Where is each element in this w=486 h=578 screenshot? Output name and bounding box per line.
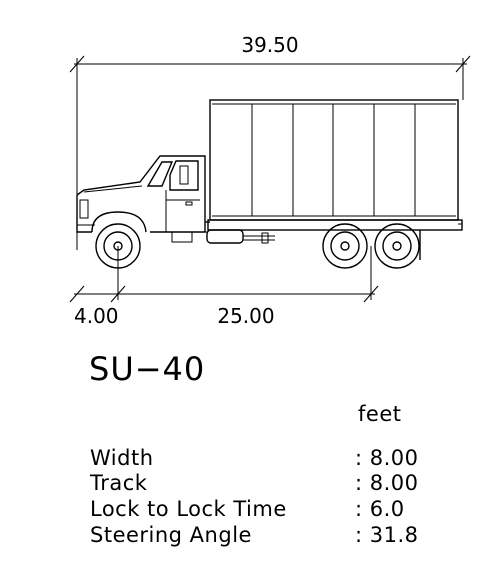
spec-label-track: Track xyxy=(89,471,148,495)
cargo-box xyxy=(207,99,463,260)
overall-length-label: 39.50 xyxy=(241,33,298,57)
spec-value-steering-angle: : 31.8 xyxy=(355,523,419,547)
front-overhang-label: 4.00 xyxy=(74,304,119,328)
rear-wheel-2 xyxy=(374,223,420,269)
spec-value-width: : 8.00 xyxy=(355,446,419,470)
lower-dimensions: 4.00 25.00 xyxy=(69,246,379,328)
wheelbase-label: 25.00 xyxy=(217,304,274,328)
chassis xyxy=(205,229,275,244)
truck-cab xyxy=(76,155,210,243)
units-label: feet xyxy=(358,402,401,426)
rear-wheel-1 xyxy=(322,223,368,269)
spec-label-width: Width xyxy=(90,446,154,470)
overall-length-dimension: 39.50 xyxy=(69,33,471,250)
spec-table: Width : 8.00 Track : 8.00 Lock to Lock T… xyxy=(89,446,419,547)
spec-value-track: : 8.00 xyxy=(355,471,419,495)
spec-label-steering-angle: Steering Angle xyxy=(90,523,252,547)
spec-value-lock-time: : 6.0 xyxy=(355,497,405,521)
spec-label-lock-time: Lock to Lock Time xyxy=(90,497,287,521)
vehicle-name: SU−40 xyxy=(89,350,205,388)
